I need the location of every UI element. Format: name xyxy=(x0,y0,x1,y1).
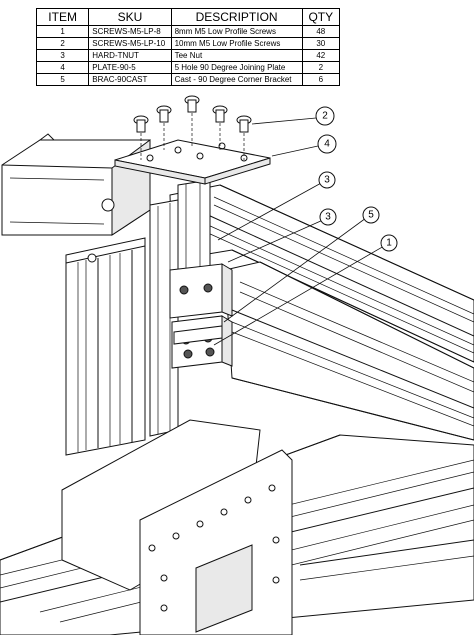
sku-cell: PLATE-90-5 xyxy=(88,61,172,74)
sku-cell: BRAC-90CAST xyxy=(88,73,172,86)
upper-rear-extrusion xyxy=(169,184,474,363)
callout-bubble: 2 xyxy=(315,106,335,126)
description-cell: 5 Hole 90 Degree Joining Plate xyxy=(170,61,303,74)
qty-cell: 30 xyxy=(301,37,341,50)
sku-cell: SCREWS-M5-LP-8 xyxy=(88,25,172,38)
qty-cell: 6 xyxy=(301,73,341,86)
table-header-row: ITEM SKU DESCRIPTION QTY xyxy=(35,8,341,26)
callout-label: 5 xyxy=(368,210,374,221)
table-row: 1 SCREWS-M5-LP-8 8mm M5 Low Profile Scre… xyxy=(35,25,341,38)
item-cell: 4 xyxy=(35,61,90,74)
joining-plate xyxy=(114,139,271,185)
item-cell: 2 xyxy=(35,37,90,50)
callout-bubble: 5 xyxy=(362,206,380,224)
table-row: 5 BRAC-90CAST Cast - 90 Degree Corner Br… xyxy=(35,73,341,86)
description-cell: 10mm M5 Low Profile Screws xyxy=(170,37,303,50)
callout-bubble: 4 xyxy=(317,134,337,154)
column-header-sku: SKU xyxy=(88,8,172,26)
item-cell: 3 xyxy=(35,49,90,62)
callout-bubble: 3 xyxy=(318,171,336,189)
callout-bubble: 1 xyxy=(380,234,398,252)
right-x-extrusion xyxy=(224,261,474,441)
leader-lines xyxy=(213,117,385,346)
item-cell: 1 xyxy=(35,25,90,38)
column-header-description: DESCRIPTION xyxy=(170,8,303,26)
qty-cell: 2 xyxy=(301,61,341,74)
stepper-motor xyxy=(1,133,151,236)
callout-bubble: 3 xyxy=(319,208,337,226)
callout-label: 3 xyxy=(325,212,331,223)
rear-vertical-extrusion xyxy=(149,179,211,437)
vertical-extrusion xyxy=(65,237,146,456)
description-cell: Cast - 90 Degree Corner Bracket xyxy=(170,73,303,86)
gantry-plates xyxy=(61,419,293,635)
table-row: 4 PLATE-90-5 5 Hole 90 Degree Joining Pl… xyxy=(35,61,341,74)
callout-label: 1 xyxy=(386,238,392,249)
table-row: 3 HARD-TNUT Tee Nut 42 xyxy=(35,49,341,62)
corner-brackets xyxy=(169,263,233,369)
description-cell: 8mm M5 Low Profile Screws xyxy=(170,25,303,38)
qty-cell: 42 xyxy=(301,49,341,62)
table-row: 2 SCREWS-M5-LP-10 10mm M5 Low Profile Sc… xyxy=(35,37,341,50)
screws xyxy=(133,95,252,160)
description-cell: Tee Nut xyxy=(170,49,303,62)
sku-cell: SCREWS-M5-LP-10 xyxy=(88,37,172,50)
qty-cell: 48 xyxy=(301,25,341,38)
callout-label: 2 xyxy=(322,111,328,122)
sku-cell: HARD-TNUT xyxy=(88,49,172,62)
callout-label: 4 xyxy=(324,139,330,150)
item-cell: 5 xyxy=(35,73,90,86)
callout-label: 3 xyxy=(324,175,330,186)
column-header-item: ITEM xyxy=(35,8,90,26)
column-header-qty: QTY xyxy=(301,8,341,26)
bill-of-materials-table: ITEM SKU DESCRIPTION QTY 1 SCREWS-M5-LP-… xyxy=(35,8,341,86)
